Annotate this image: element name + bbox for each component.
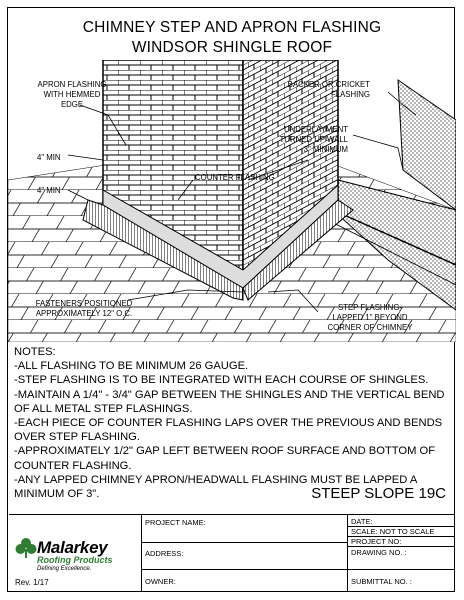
note-line: -ALL FLASHING TO BE MINIMUM 26 GAUGE. xyxy=(14,360,249,373)
logo-name: Malarkey xyxy=(37,538,108,557)
note-line: OF ALL METAL STEP FLASHINGS. xyxy=(14,402,193,415)
callout-counter-flashing: COUNTER FLASHING xyxy=(195,173,275,182)
step-flashing xyxy=(242,199,354,301)
project-no-label: PROJECT NO: xyxy=(351,537,402,546)
apron-flashing xyxy=(82,199,244,301)
detail-code: STEEP SLOPE 19C xyxy=(311,485,446,502)
date-label: DATE: xyxy=(351,517,373,526)
title-block: Malarkey Roofing Products Defining Excel… xyxy=(9,514,454,591)
callout-4in-min-upper: 4" MIN xyxy=(37,153,61,162)
callout-4in-min-lower: 4" MIN xyxy=(37,186,61,195)
note-line: -ANY LAPPED CHIMNEY APRON/HEADWALL FLASH… xyxy=(14,473,418,486)
scale-label: SCALE: NOT TO SCALE xyxy=(351,527,435,536)
note-line: -EACH PIECE OF COUNTER FLASHING LAPS OVE… xyxy=(14,417,443,430)
project-name-label: PROJECT NAME: xyxy=(145,518,206,527)
owner-label: OWNER: xyxy=(145,577,176,586)
note-line: COUNTER FLASHING. xyxy=(14,459,132,472)
address-label: ADDRESS: xyxy=(145,549,184,558)
note-line: -MAINTAIN A 1/4" - 3/4" GAP BETWEEN THE … xyxy=(14,388,445,401)
note-line: MINIMUM OF 3". xyxy=(14,488,100,501)
logo-tagline: Defining Excellence. xyxy=(37,566,92,572)
logo: Malarkey Roofing Products Defining Excel… xyxy=(37,539,113,573)
submittal-no-label: SUBMITTAL NO. : xyxy=(351,577,412,586)
logo-sub: Roofing Products xyxy=(37,555,113,565)
backer-flashing xyxy=(397,79,456,211)
drawing-no-label: DRAWING NO. : xyxy=(351,548,407,557)
note-line: OVER STEP FLASHING. xyxy=(14,431,140,444)
shamrock-icon xyxy=(15,538,37,558)
revision: Rev. 1/17 xyxy=(15,578,49,587)
notes-heading: NOTES: xyxy=(14,346,56,358)
drawing-title: CHIMNEY STEP AND APRON FLASHING xyxy=(82,19,382,36)
drawing-subtitle: WINDSOR SHINGLE ROOF xyxy=(131,39,333,56)
note-line: -STEP FLASHING IS TO BE INTEGRATED WITH … xyxy=(14,374,429,387)
flashing-illustration xyxy=(8,60,456,342)
notes-block: NOTES: -ALL FLASHING TO BE MINIMUM 26 GA… xyxy=(14,345,454,501)
note-line: -APPROXIMATELY 1/2" GAP LEFT BETWEEN ROO… xyxy=(14,445,436,458)
